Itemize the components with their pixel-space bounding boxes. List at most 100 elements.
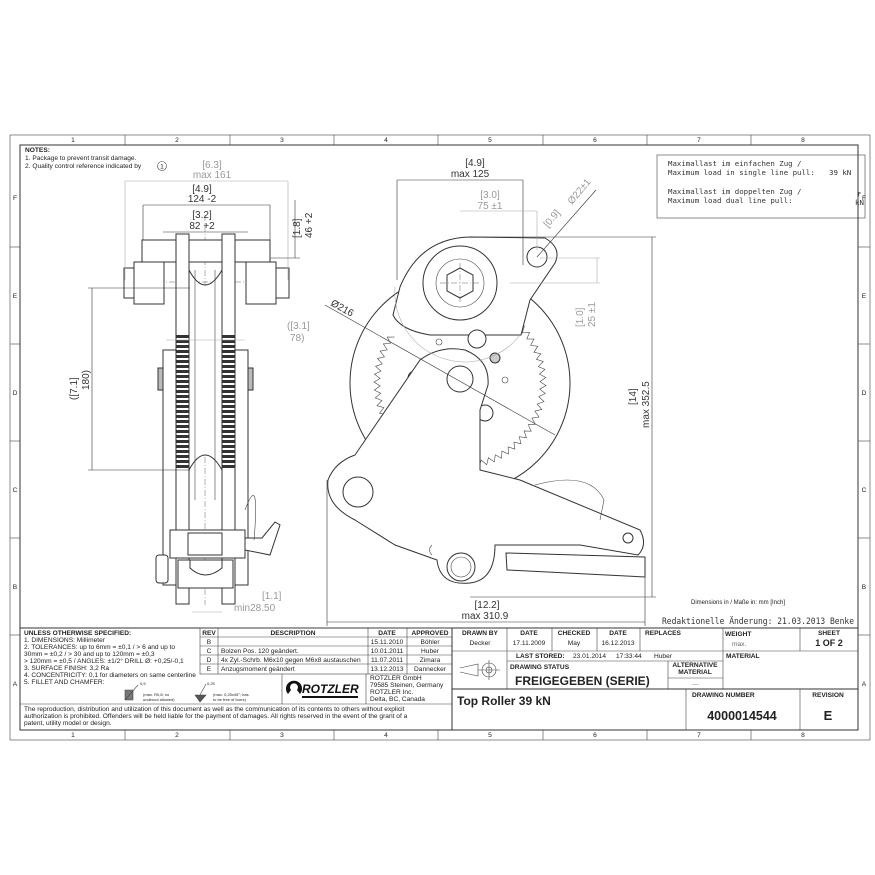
rev-header: REV xyxy=(202,630,216,637)
chamfer-note: (max. 0,25x45°; has xyxy=(213,692,249,697)
qc-reference-symbol xyxy=(157,161,167,171)
grid-column-label: 6 xyxy=(593,732,597,739)
gear-tooth xyxy=(222,355,235,358)
gear-tooth xyxy=(222,385,235,388)
dim-front-width: max 125 xyxy=(451,169,490,180)
gear-tooth xyxy=(176,370,189,373)
logo-text: ROTZLER xyxy=(302,682,359,696)
notes-title: NOTES: xyxy=(25,147,50,154)
last-stored-time: 17:33:44 xyxy=(616,653,642,660)
gear-tooth xyxy=(222,360,235,363)
sheet: 1 OF 2 xyxy=(815,638,843,648)
gear-tooth xyxy=(176,435,189,438)
grid-column-label: 7 xyxy=(697,137,701,144)
gear-tooth xyxy=(176,360,189,363)
load-dual-marker: F xyxy=(858,192,861,198)
dim-overall-inch: [6.3] xyxy=(202,160,222,171)
gear-tooth xyxy=(222,365,235,368)
grid-column-label: 7 xyxy=(697,732,701,739)
dim-inner-inch: [3.2] xyxy=(192,210,212,221)
revision-approver: Huber xyxy=(421,648,440,655)
gear-tooth xyxy=(176,375,189,378)
gear-tooth xyxy=(222,440,235,443)
material-label: MATERIAL xyxy=(726,653,760,660)
copyright-line: patent, utility model or design. xyxy=(24,720,112,727)
gear-tooth xyxy=(222,465,235,468)
dim-width: 124 -2 xyxy=(188,194,217,205)
gear-tooth xyxy=(176,410,189,413)
grid-column-label: 6 xyxy=(593,137,597,144)
dim-mid: 78) xyxy=(290,333,304,344)
dim-center-inch: [3.0] xyxy=(480,190,500,201)
spec-line: 30mm = ±0,2 / > 30 and up to 120mm = ±0,… xyxy=(24,651,155,658)
grid-column-label: 1 xyxy=(71,137,75,144)
check-date-label: DATE xyxy=(609,630,627,637)
revision-letter: E xyxy=(207,666,212,673)
gear-tooth xyxy=(222,335,235,338)
spec-line: 2. TOLERANCES: up to 6mm = ±0,1 / > 6 an… xyxy=(24,644,175,651)
gear-tooth xyxy=(176,455,189,458)
copyright-line: authorization is prohibited. Offenders w… xyxy=(24,713,408,720)
load-dual-de: Maximallast im doppelten Zug / xyxy=(668,187,802,196)
company-line: Delta, BC, Canada xyxy=(370,696,425,703)
dim-inner: 82 +2 xyxy=(189,221,215,232)
dim-width-inch: [4.9] xyxy=(192,184,212,195)
revision-letter: B xyxy=(207,639,212,646)
date-header: DATE xyxy=(378,630,396,637)
weight: max. xyxy=(732,641,746,648)
inner-frame xyxy=(19,144,859,731)
grid-row-label: F xyxy=(13,195,17,202)
last-stored-date: 23.01.2014 xyxy=(573,653,606,660)
anchor-hole xyxy=(342,476,374,508)
description-header: DESCRIPTION xyxy=(270,630,315,637)
qc-reference-number: 1 xyxy=(160,164,164,171)
notes: NOTES: 1. Package to prevent transit dam… xyxy=(25,147,167,171)
grid-row-label: E xyxy=(13,293,18,300)
grid-row-label: B xyxy=(13,584,18,591)
spec-line: 4. CONCENTRICITY: 0,1 for diameters on s… xyxy=(24,672,196,679)
check-date: 16.12.2013 xyxy=(601,640,634,647)
checked-label: CHECKED xyxy=(558,630,591,637)
units-note: Dimensions in / Maße in: mm [Inch] xyxy=(691,600,785,606)
grid-row-label: A xyxy=(862,681,867,688)
grid-column-label: 3 xyxy=(280,137,284,144)
dim-hole: Ø22±1 xyxy=(566,177,594,207)
gear-tooth xyxy=(222,455,235,458)
dim-top: 46 +2 xyxy=(304,212,315,238)
load-single-de: Maximallast im einfachen Zug / xyxy=(668,159,802,168)
gear-tooth xyxy=(222,405,235,408)
chamfer-value: 0,25 xyxy=(207,681,216,686)
revision-approver: Böhler xyxy=(420,639,440,646)
grid-row-label: C xyxy=(862,487,867,494)
gear-tooth xyxy=(222,410,235,413)
gear-tooth xyxy=(222,425,235,428)
grid-column-label: 2 xyxy=(175,137,179,144)
note-2: 2. Quality control reference indicated b… xyxy=(25,163,142,170)
gear-teeth-side xyxy=(176,335,235,468)
chamfer-symbol xyxy=(194,683,207,703)
last-stored-label: LAST STORED: xyxy=(516,653,565,660)
grid-row-label: B xyxy=(862,584,867,591)
front-view: [4.9] max 125 [3.0] 75 ±1 [0.9] Ø22±1 Ø2… xyxy=(324,158,656,626)
outer-frame xyxy=(9,134,871,741)
load-dual-value: kN xyxy=(855,198,864,207)
gear-tooth xyxy=(176,395,189,398)
company-line: ROTZLER GmbH xyxy=(370,675,422,682)
copyright-line: The reproduction, distribution and utili… xyxy=(24,706,405,713)
revision-date: 13.12.2013 xyxy=(370,666,403,673)
gear-tooth xyxy=(222,370,235,373)
fillet-note-2: undercut allowed) xyxy=(143,697,175,702)
gear-tooth xyxy=(222,430,235,433)
grid-row-label: D xyxy=(13,390,18,397)
grid-column-label: 8 xyxy=(801,732,805,739)
spec-line: 3. SURFACE FINISH: 3,2 Ra xyxy=(24,665,109,672)
alt-material-label: ALTERNATIVE xyxy=(672,662,718,669)
fillet-note: (max. R0,8; no xyxy=(143,692,170,697)
company-line: 79585 Steinen, Germany xyxy=(370,682,444,689)
dim-length-inch: [12.2] xyxy=(474,600,499,611)
grid-column-label: 4 xyxy=(384,732,388,739)
revision: E xyxy=(824,708,833,723)
dim-length: max 310.9 xyxy=(462,611,509,622)
